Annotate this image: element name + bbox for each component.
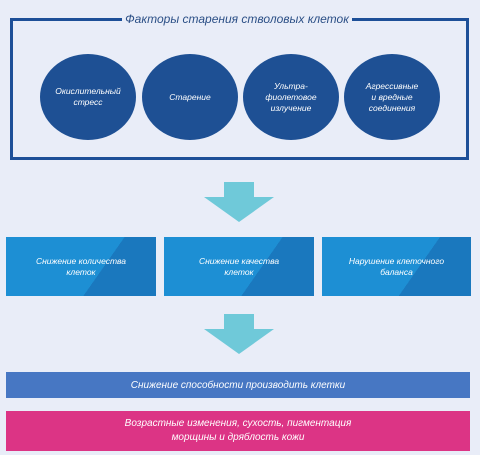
factors-frame-top-left (10, 18, 122, 21)
effect-cell-balance: Нарушение клеточного баланса (322, 237, 471, 296)
effect-cell-count: Снижение количества клеток (6, 237, 156, 296)
factor-harmful-compounds: Агрессивные и вредные соединения (344, 54, 440, 140)
effect-cell-quality: Снижение качества клеток (164, 237, 314, 296)
factors-frame (10, 18, 469, 160)
factor-aging: Старение (142, 54, 238, 140)
factors-frame-top-right (352, 18, 469, 21)
down-arrow-icon (204, 314, 274, 354)
down-arrow-icon (204, 182, 274, 222)
diagram-title: Факторы старения стволовых клеток (125, 12, 349, 26)
result-bar: Снижение способности производить клетки (6, 372, 470, 398)
factor-uv-radiation: Ультра- фиолетовое излучение (243, 54, 339, 140)
outcome-bar: Возрастные изменения, сухость, пигментац… (6, 411, 470, 451)
factor-oxidative-stress: Окислительный стресс (40, 54, 136, 140)
